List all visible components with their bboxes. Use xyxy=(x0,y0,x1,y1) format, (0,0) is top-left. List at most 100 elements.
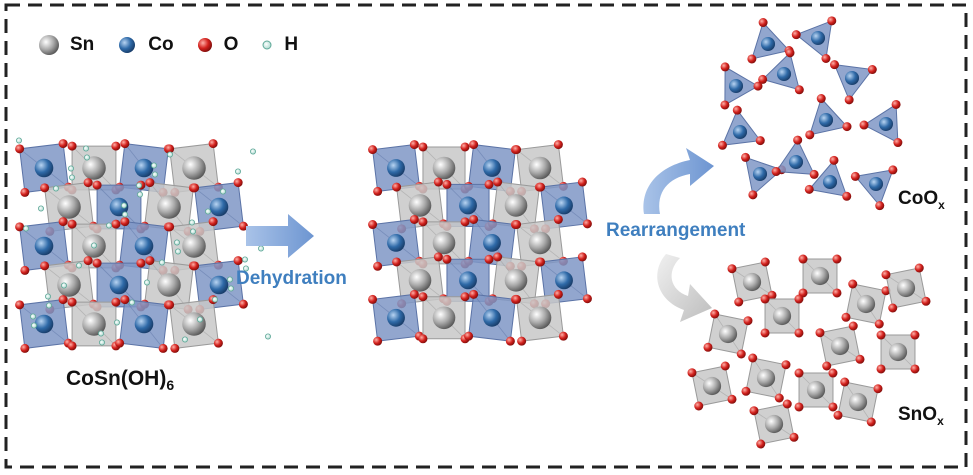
o-atom xyxy=(442,179,452,189)
o-atom xyxy=(758,18,768,28)
o-atom xyxy=(748,353,758,363)
o-atom xyxy=(910,364,920,374)
o-atom xyxy=(409,140,419,150)
co-atom xyxy=(810,30,826,46)
co-atom xyxy=(109,197,129,217)
o-atom xyxy=(392,257,402,267)
sn-atom xyxy=(528,231,552,255)
o-atom xyxy=(703,342,713,352)
h-atom xyxy=(166,151,173,158)
o-atom xyxy=(512,220,522,230)
o-atom xyxy=(83,178,93,188)
o-atom xyxy=(781,360,791,370)
sn-atom xyxy=(157,195,181,219)
sn-atom xyxy=(432,306,456,330)
o-atom xyxy=(921,296,931,306)
o-atom xyxy=(694,401,704,411)
co-atom xyxy=(868,176,884,192)
o-atom xyxy=(368,220,378,230)
o-atom xyxy=(392,182,402,192)
o-atom xyxy=(136,258,146,268)
o-atom xyxy=(433,252,443,262)
legend-item-co: Co xyxy=(116,34,174,56)
o-atom xyxy=(841,312,851,322)
o-atom xyxy=(536,257,546,267)
sn-atom xyxy=(82,156,106,180)
o-atom xyxy=(418,142,428,152)
sn-atom xyxy=(57,273,81,297)
rearrangement-arrow-down xyxy=(657,254,712,322)
sn-atom xyxy=(182,234,206,258)
o-atom xyxy=(512,294,522,304)
o-atom xyxy=(893,138,903,148)
sn-atom xyxy=(504,269,528,292)
h-atom xyxy=(135,182,142,189)
o-atom xyxy=(233,256,243,266)
o-atom xyxy=(460,292,470,302)
o-atom xyxy=(727,394,737,404)
h-atom xyxy=(151,171,158,178)
o-atom xyxy=(111,141,121,151)
legend-label-o: O xyxy=(223,34,239,55)
co-atom xyxy=(752,166,768,182)
h-atom xyxy=(150,162,157,169)
h-atom xyxy=(196,316,203,323)
o-atom xyxy=(875,201,885,211)
h-atom xyxy=(68,165,75,172)
o-atom xyxy=(67,219,77,229)
o-atom xyxy=(208,217,218,227)
h-atom-icon xyxy=(262,40,272,50)
sn-atom xyxy=(856,294,876,314)
o-atom xyxy=(493,252,503,262)
legend-item-o: O xyxy=(196,34,239,56)
o-atom xyxy=(368,145,378,155)
sn-atom xyxy=(830,336,850,356)
o-atom xyxy=(910,330,920,340)
co-atom xyxy=(34,158,54,178)
o-atom xyxy=(832,288,842,298)
o-atom xyxy=(460,217,470,227)
h-atom xyxy=(114,319,121,326)
o-atom xyxy=(145,256,155,266)
dashed-border xyxy=(4,3,968,469)
o-atom xyxy=(145,178,155,188)
o-atom xyxy=(822,361,832,371)
o-atom xyxy=(832,254,842,264)
o-atom xyxy=(493,177,503,187)
sn-atom xyxy=(896,278,916,298)
o-atom xyxy=(743,316,753,326)
sn-atom xyxy=(806,380,826,400)
h-atom xyxy=(84,154,91,161)
h-atom xyxy=(241,256,248,263)
o-atom xyxy=(58,217,68,227)
o-atom xyxy=(553,140,563,150)
co-atom xyxy=(483,233,501,252)
o-atom xyxy=(805,130,815,140)
o-atom xyxy=(558,331,568,341)
o-atom xyxy=(418,334,428,344)
co-atom xyxy=(555,196,573,215)
o-atom xyxy=(553,289,563,299)
sn-atom xyxy=(182,156,206,180)
o-atom xyxy=(409,289,419,299)
o-atom xyxy=(40,183,50,193)
snox-text: SnO xyxy=(898,404,938,425)
h-atom xyxy=(158,259,165,266)
o-atom xyxy=(517,336,527,346)
o-atom xyxy=(120,295,130,305)
dehydrated-lattice xyxy=(368,140,592,346)
sn-atom xyxy=(810,266,830,286)
o-atom xyxy=(20,343,30,353)
o-atom xyxy=(821,54,831,64)
o-atom xyxy=(40,261,50,271)
sn-atom xyxy=(408,194,432,217)
o-atom xyxy=(418,292,428,302)
co-atom xyxy=(878,116,894,132)
co-atom xyxy=(209,197,229,217)
co-atom xyxy=(776,66,792,82)
h-atom xyxy=(204,208,211,215)
o-atom xyxy=(710,309,720,319)
o-atom xyxy=(20,265,30,275)
o-atom xyxy=(213,338,223,348)
co-atom xyxy=(818,112,834,128)
